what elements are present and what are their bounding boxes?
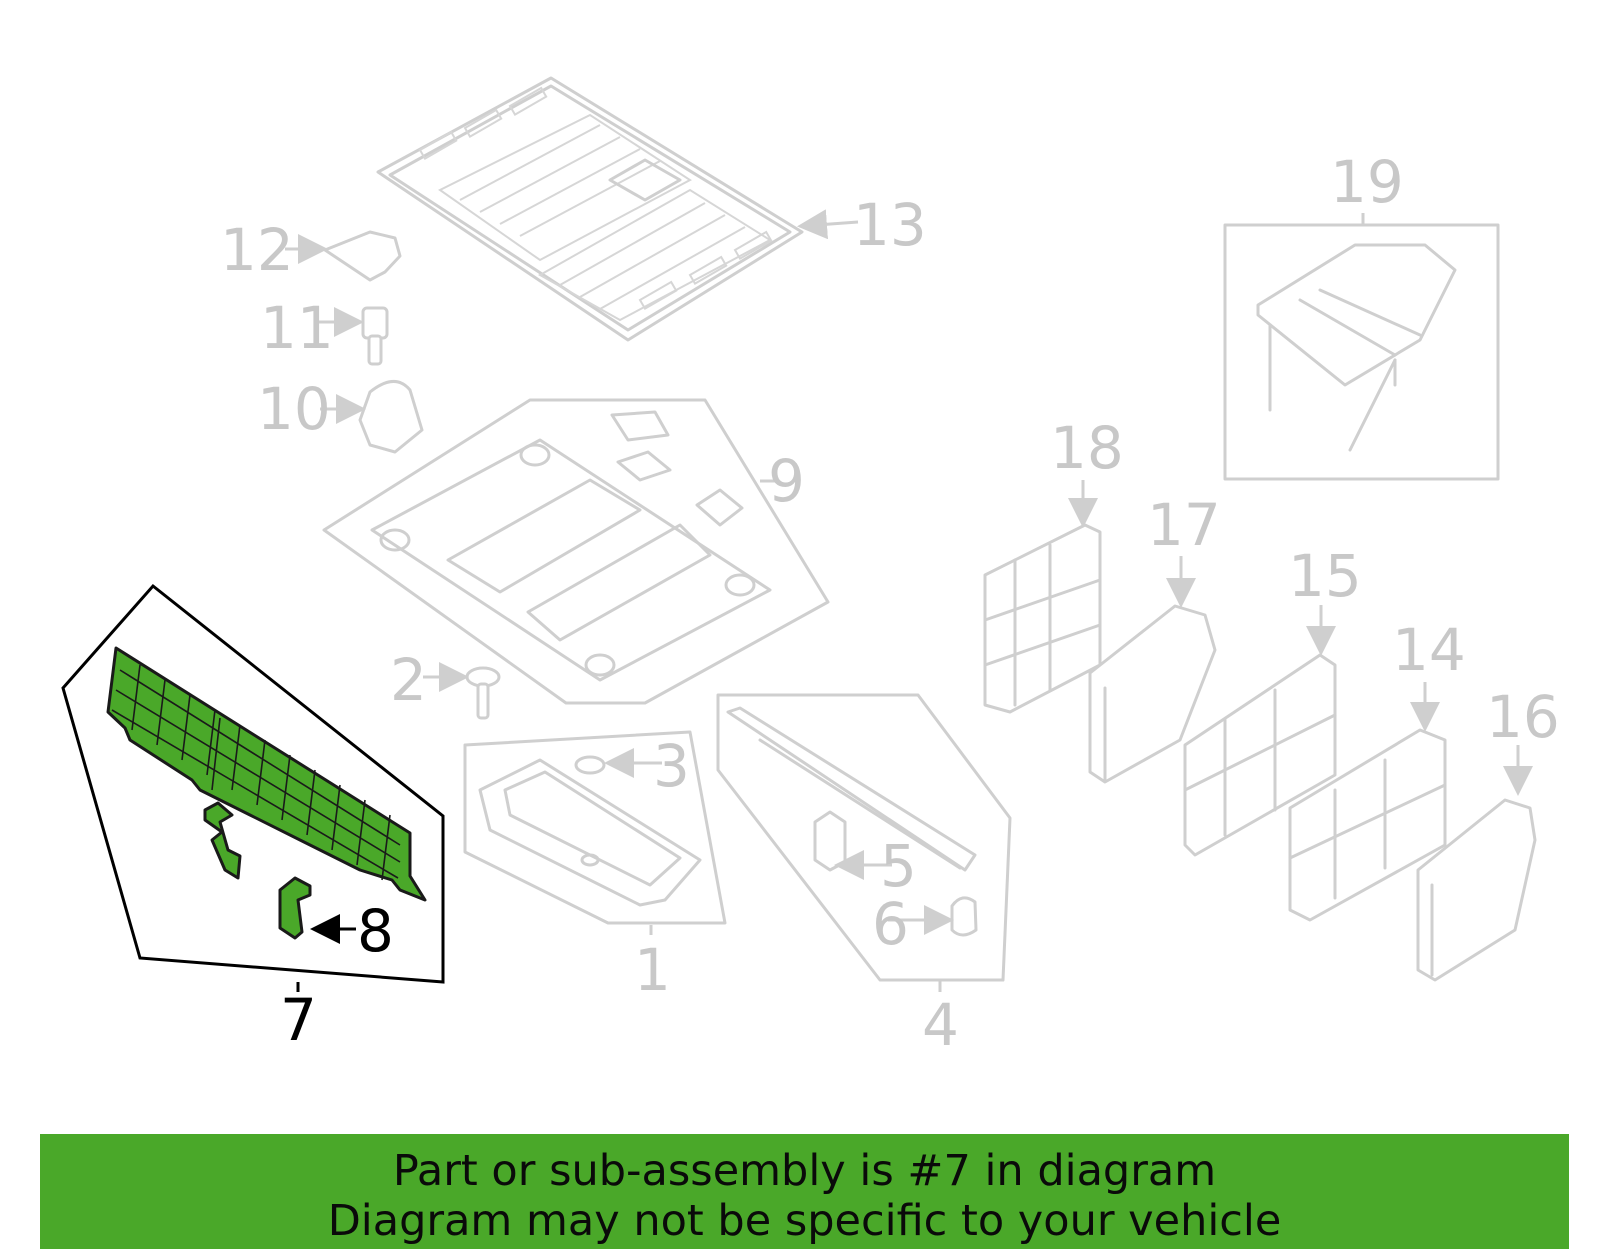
leader-lines	[285, 209, 1533, 992]
part-7-group-outline	[61, 583, 445, 984]
callout-1: 1	[634, 936, 671, 1004]
callout-18: 18	[1050, 414, 1124, 482]
part-16-seat-panel	[1416, 798, 1537, 982]
callout-11: 11	[260, 294, 334, 362]
callout-8: 8	[357, 897, 394, 965]
callout-labels: 13 12 11 10 9 2 3 1 5 6 4 18 17 15 14 16…	[220, 148, 1560, 1059]
banner-line-disclaimer: Diagram may not be specific to your vehi…	[327, 1196, 1282, 1246]
callout-13: 13	[853, 191, 927, 259]
part-18-seat-panel	[983, 523, 1102, 714]
part-19-frame	[1223, 223, 1500, 481]
callout-17: 17	[1147, 491, 1221, 559]
callout-19: 19	[1330, 148, 1404, 216]
callout-14: 14	[1392, 616, 1466, 684]
callout-6: 6	[872, 890, 909, 958]
callout-5: 5	[880, 832, 917, 900]
info-banner: Part or sub-assembly is #7 in diagram Di…	[40, 1134, 1569, 1249]
callout-10: 10	[257, 375, 331, 443]
callout-15: 15	[1288, 542, 1362, 610]
callout-16: 16	[1486, 683, 1560, 751]
callout-3: 3	[653, 732, 690, 800]
part-10-clip	[358, 380, 424, 454]
callout-9: 9	[768, 447, 805, 515]
banner-line-part: Part or sub-assembly is #7 in diagram	[392, 1146, 1217, 1196]
part-7-highlighted-panel	[106, 646, 427, 940]
part-4-sill-group	[716, 693, 1012, 982]
callout-4: 4	[922, 991, 959, 1059]
part-12-bracket	[323, 230, 402, 282]
part-2-bolt	[465, 666, 501, 720]
callout-2: 2	[390, 646, 427, 714]
callout-12: 12	[220, 216, 294, 284]
part-1-storage-tray	[463, 730, 727, 925]
callout-7: 7	[280, 986, 317, 1054]
part-13-floor-panel	[376, 76, 804, 342]
part-11-bolt	[361, 306, 389, 366]
part-9-floor-tray	[322, 398, 830, 705]
